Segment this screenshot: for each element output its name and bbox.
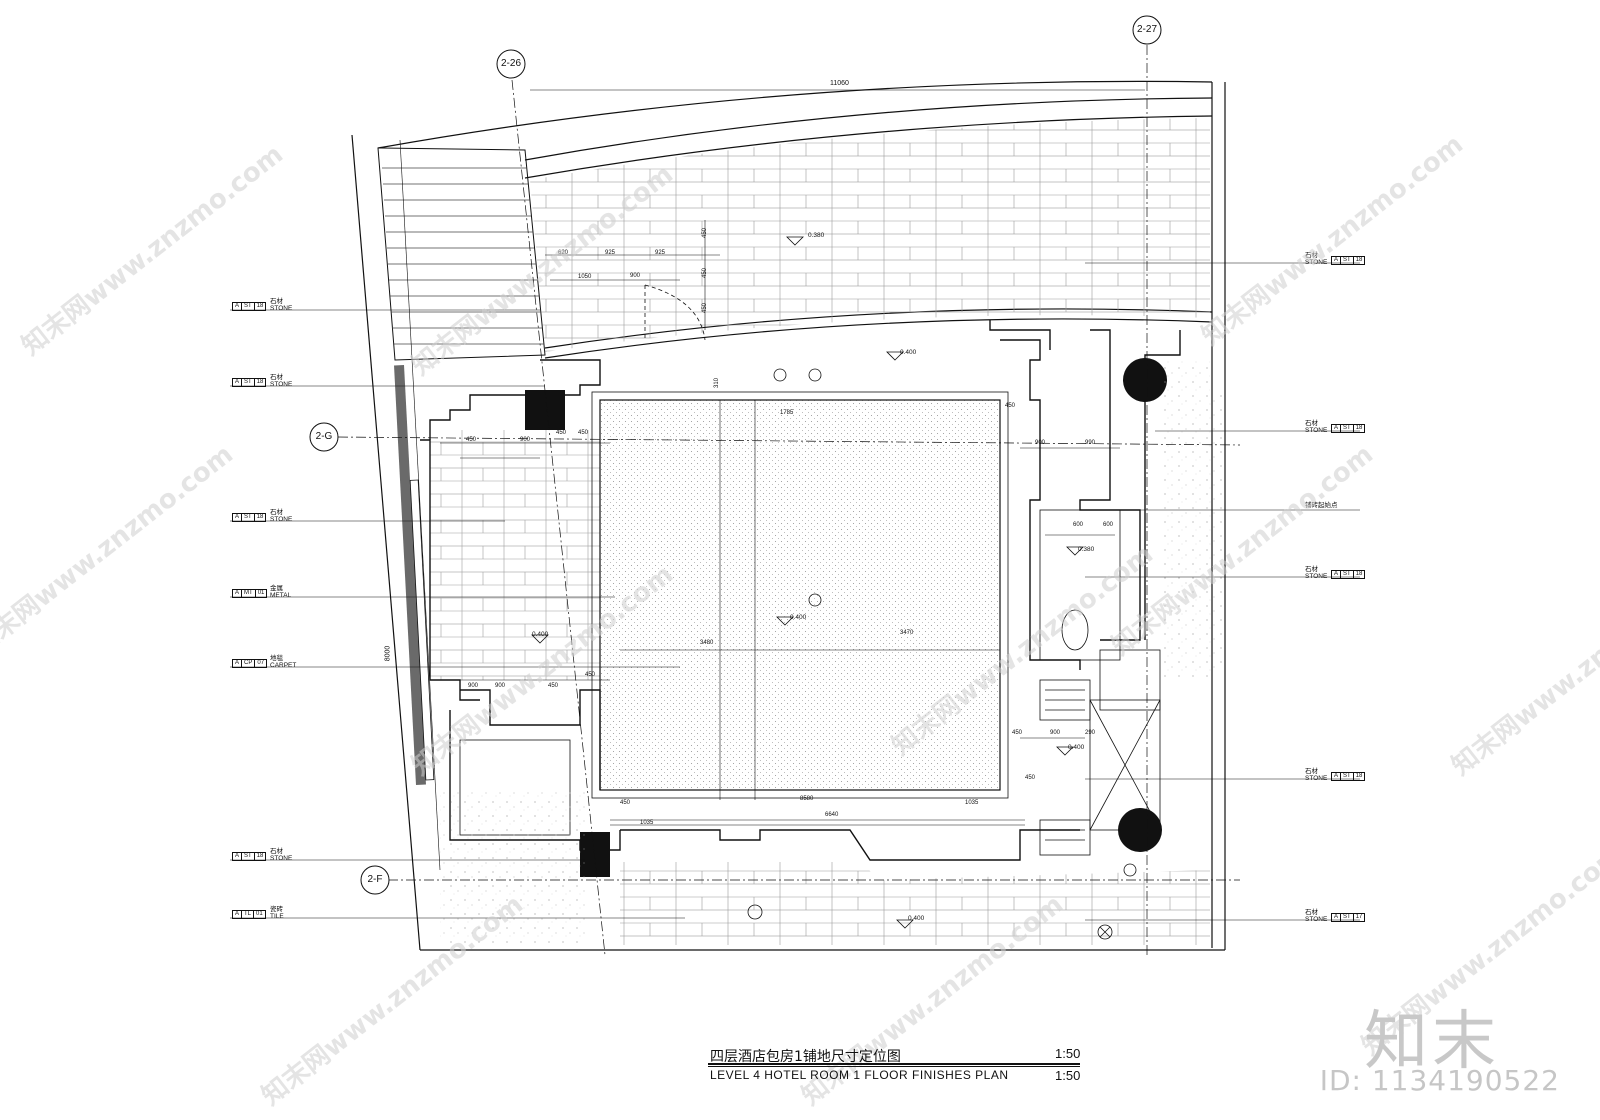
dimension-text: 450 xyxy=(548,683,559,689)
title-underline-thin xyxy=(708,1066,1080,1067)
level-value: 0.400 xyxy=(1068,744,1085,751)
dimension-text: 450 xyxy=(1025,775,1036,781)
drawing-title-en: LEVEL 4 HOTEL ROOM 1 FLOOR FINISHES PLAN xyxy=(710,1068,1009,1082)
dimension-text: 620 xyxy=(558,250,569,256)
dimension-text: 900 xyxy=(468,683,479,689)
carpet-area xyxy=(599,399,1001,791)
dimension-text: 925 xyxy=(655,250,666,256)
dimension-text: 8580 xyxy=(800,796,814,802)
dimension-text: 900 xyxy=(630,273,641,279)
grid-bubbles xyxy=(309,15,1162,895)
level-value: 0.400 xyxy=(908,915,925,922)
room-walls xyxy=(420,320,1181,861)
drawing-scale: 1:50 xyxy=(1055,1046,1081,1061)
grid-marker-2-27: 2-27 xyxy=(1136,24,1157,35)
column-round xyxy=(1123,358,1167,402)
level-value: 0.380 xyxy=(808,232,825,239)
dimension-text: 450 xyxy=(702,267,709,279)
dimension-text: 1785 xyxy=(780,410,794,416)
dimension-text: 3470 xyxy=(900,630,914,636)
dimension-text: 450 xyxy=(702,227,709,239)
asset-id: ID: 1134190522 xyxy=(1319,1064,1560,1097)
level-marker-symbols xyxy=(531,236,1084,929)
title-underline xyxy=(708,1063,1080,1065)
dimension-text: 450 xyxy=(585,672,596,678)
level-value: 0.380 xyxy=(1078,546,1095,553)
level-value: 0.400 xyxy=(900,349,917,356)
dimension-text: 900 xyxy=(495,683,506,689)
grid-marker-2-F: 2-F xyxy=(367,874,383,885)
terrace-decking xyxy=(377,147,546,361)
dimension-text: 3480 xyxy=(700,640,714,646)
dimension-text: 1035 xyxy=(640,820,654,826)
grid-marker-2-26: 2-26 xyxy=(500,58,521,69)
drawing-scale-en: 1:50 xyxy=(1055,1068,1081,1083)
column-round xyxy=(1118,808,1162,852)
stone-floor-left xyxy=(430,430,600,680)
tile-start-point-label: 铺砖起始点 xyxy=(1305,501,1338,509)
dimension-text: 450 xyxy=(1005,403,1016,409)
level-value: 0.400 xyxy=(532,631,549,638)
glass-wall xyxy=(394,365,426,785)
column-square xyxy=(525,390,565,430)
top-overall-dimension: 11060 xyxy=(830,80,849,87)
dimension-text: 450 xyxy=(556,430,567,436)
dimension-text: 900 xyxy=(1050,730,1061,736)
dimension-text: 310 xyxy=(714,377,721,389)
stone-floor-bottom xyxy=(620,862,1210,945)
dimension-text: 990 xyxy=(1085,440,1096,446)
dimension-text: 900 xyxy=(520,437,531,443)
left-overall-dimension: 8000 xyxy=(384,645,392,662)
dimension-text: 290 xyxy=(1085,730,1096,736)
level-value: 0.400 xyxy=(790,614,807,621)
dimension-text: 900 xyxy=(1035,440,1046,446)
dimension-text: 1050 xyxy=(578,274,592,280)
dimension-text: 600 xyxy=(1103,522,1114,528)
dimension-text: 6640 xyxy=(825,812,839,818)
drawing-title-cn: 四层酒店包房1铺地尺寸定位图 xyxy=(710,1049,901,1065)
dimension-text: 450 xyxy=(702,302,709,314)
dimension-text: 450 xyxy=(620,800,631,806)
dimension-text: 925 xyxy=(605,250,616,256)
dimension-text: 450 xyxy=(1012,730,1023,736)
dimension-text: 1035 xyxy=(965,800,979,806)
grid-marker-2-G: 2-G xyxy=(315,431,333,442)
dimension-text: 600 xyxy=(1073,522,1084,528)
stone-floor-top xyxy=(530,118,1210,352)
brand-logo-text: 知末 xyxy=(1364,1005,1500,1079)
dimension-text: 450 xyxy=(466,437,477,443)
dimension-text: 450 xyxy=(578,430,589,436)
